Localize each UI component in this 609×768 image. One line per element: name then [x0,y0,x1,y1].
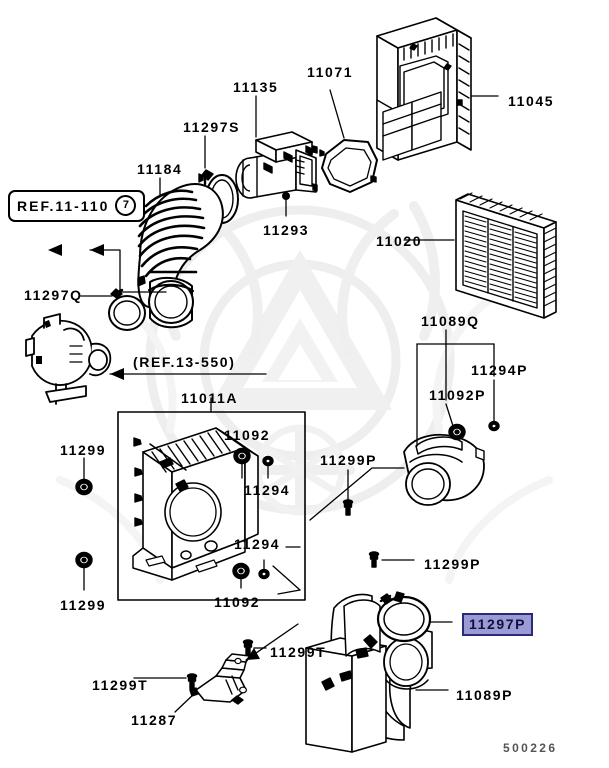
ref-callout-11-110-text: REF.11-110 [17,197,110,214]
part-11297q-clamp [108,288,146,331]
ref-callout-11-110[interactable]: REF.11-110 7 [8,190,146,222]
part-label-11294-top[interactable]: 11294 [244,482,291,498]
part-label-11092p[interactable]: 11092P [429,387,487,403]
part-11045-cover [376,17,472,161]
part-label-11299p-bottom[interactable]: 11299P [424,556,482,572]
part-label-11299-bottom[interactable]: 11299 [60,597,107,613]
part-label-11294p[interactable]: 11294P [471,362,529,378]
part-11287-bracket [189,653,251,705]
part-label-11092-top[interactable]: 11092 [224,427,271,443]
part-label-11299t-left[interactable]: 11299T [92,677,149,693]
part-label-11299-top[interactable]: 11299 [60,442,107,458]
part-11011a-air-cleaner-body [132,427,259,581]
highlighted-part-label-11297p[interactable]: 11297P [462,613,534,636]
group-box-label-11011a[interactable]: 11011A [181,390,239,406]
part-label-11293[interactable]: 11293 [263,222,310,238]
part-label-11297q[interactable]: 11297Q [24,287,83,303]
part-label-11184[interactable]: 11184 [137,161,183,177]
part-label-11297s[interactable]: 11297S [183,119,241,135]
part-label-11299t-right[interactable]: 11299T [270,644,327,660]
part-label-11294-bottom[interactable]: 11294 [234,536,281,552]
part-11297p-clamp [376,591,432,643]
ref-callout-11-110-number: 7 [115,195,137,216]
part-11089q-duct [403,429,485,506]
part-label-11299p-top[interactable]: 11299P [320,452,378,468]
part-label-11071[interactable]: 11071 [307,64,354,80]
part-11135-sensor [235,131,318,199]
part-label-11089q[interactable]: 11089Q [421,313,480,329]
part-11071-gasket [319,139,378,193]
part-11089p-duct [305,593,433,753]
part-label-11092-bottom[interactable]: 11092 [214,594,261,610]
part-throttle-body [25,313,112,405]
ref-callout-13-550[interactable]: (REF.13-550) [133,354,236,370]
part-label-11089p[interactable]: 11089P [456,687,514,703]
part-11184-hose [137,183,224,329]
part-label-11045[interactable]: 11045 [508,93,555,109]
part-label-11020[interactable]: 11020 [376,233,423,249]
part-label-11287[interactable]: 11287 [131,712,178,728]
diagram-id-code: 500226 [503,741,558,755]
part-label-11135[interactable]: 11135 [233,79,279,95]
